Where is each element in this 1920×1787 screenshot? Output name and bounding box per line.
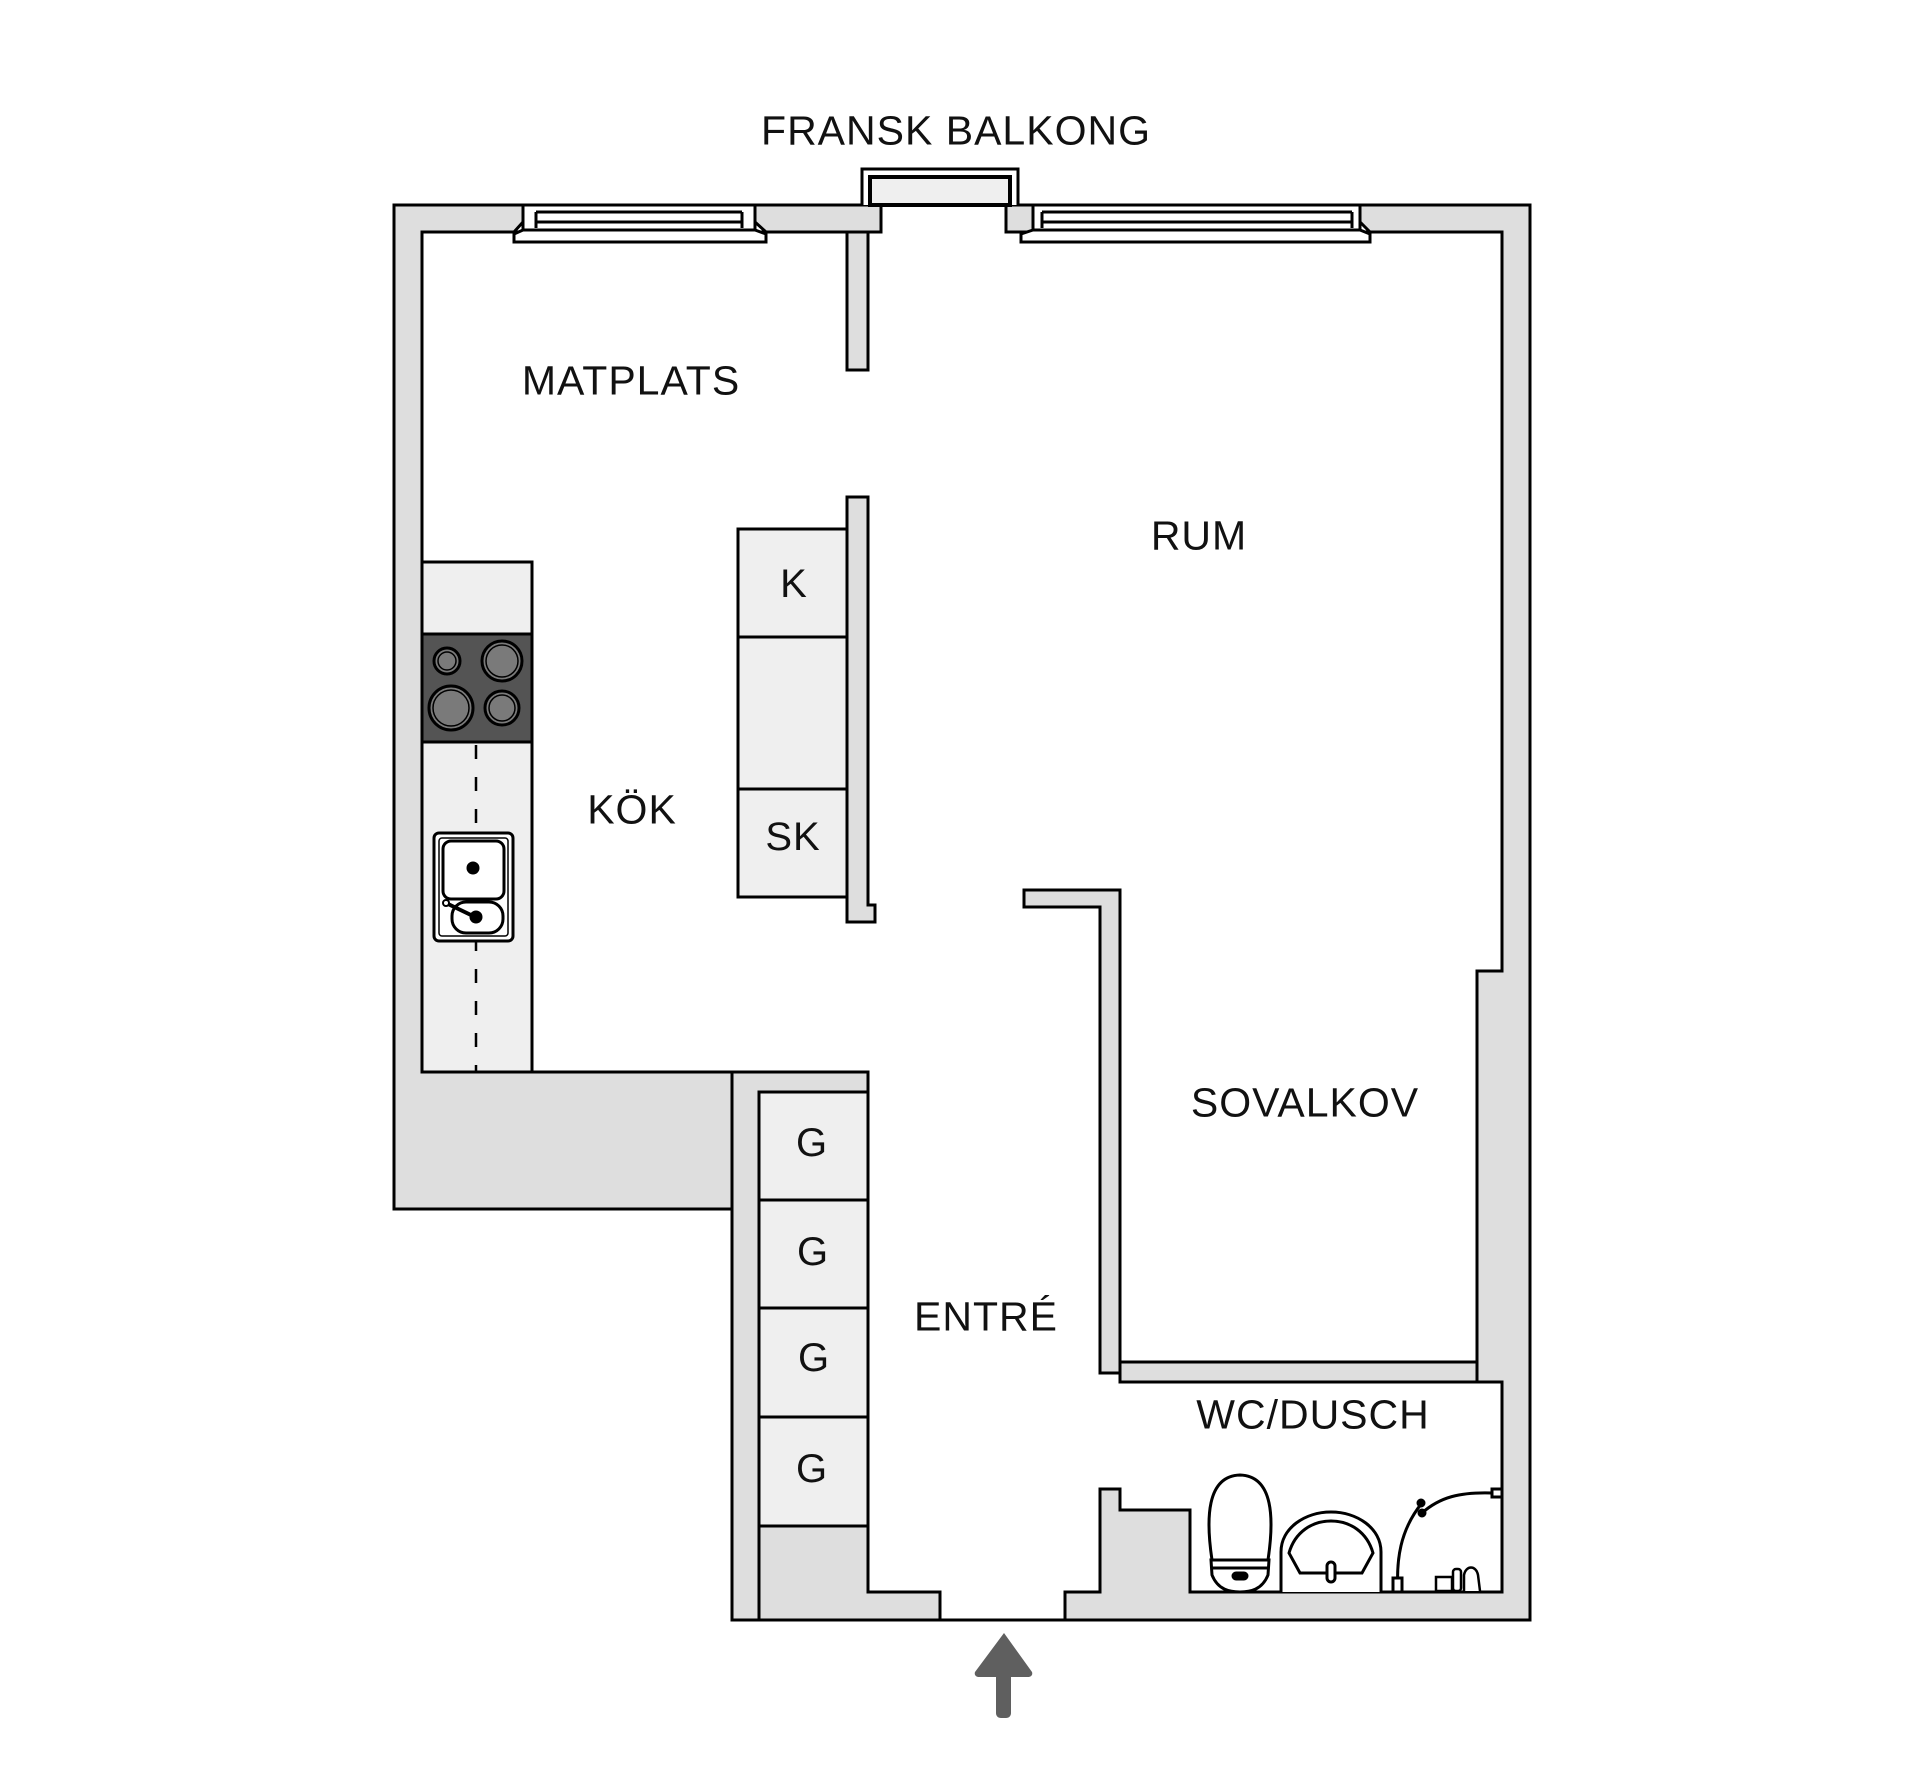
balcony-label: FRANSK BALKONG <box>761 107 1151 154</box>
bathroom-label: WC/DUSCH <box>1196 1391 1430 1438</box>
burner-icon <box>480 639 524 683</box>
dining-label: MATPLATS <box>521 357 741 404</box>
window-right <box>1019 203 1372 244</box>
kitchen-sink-icon <box>432 831 515 943</box>
window-left <box>512 203 768 244</box>
wardrobe-label: G <box>796 1230 830 1274</box>
bathroom-sink-icon <box>1279 1510 1383 1592</box>
toilet-icon <box>1207 1473 1273 1594</box>
alcove-partition-wall <box>1022 888 1122 1375</box>
living-room-label: RUM <box>1150 512 1248 559</box>
kitchen-partition-wall <box>845 495 877 924</box>
kitchen-counter <box>420 560 534 1074</box>
dining-wall-stub <box>845 230 870 372</box>
shower-mixer-icon <box>1434 1566 1482 1593</box>
kitchen-label: KÖK <box>587 786 677 833</box>
shower-icon <box>1391 1487 1504 1594</box>
burner-icon <box>483 689 521 727</box>
freezer-label: SK <box>765 815 821 859</box>
fridge-freezer-cabinet <box>736 527 849 899</box>
wardrobe-label: G <box>795 1121 829 1165</box>
wardrobes <box>757 1090 870 1528</box>
bathroom-wall <box>1118 1360 1479 1384</box>
burner-icon <box>427 684 475 732</box>
wardrobe-label: G <box>795 1447 829 1491</box>
arrow-up-icon <box>974 1633 1033 1718</box>
sleeping-alcove-label: SOVALKOV <box>1190 1079 1420 1126</box>
entrance-label: ENTRÉ <box>914 1293 1058 1340</box>
french-balcony-railing <box>860 167 1020 207</box>
fridge-label: K <box>780 562 808 606</box>
wardrobe-label: G <box>797 1336 831 1380</box>
